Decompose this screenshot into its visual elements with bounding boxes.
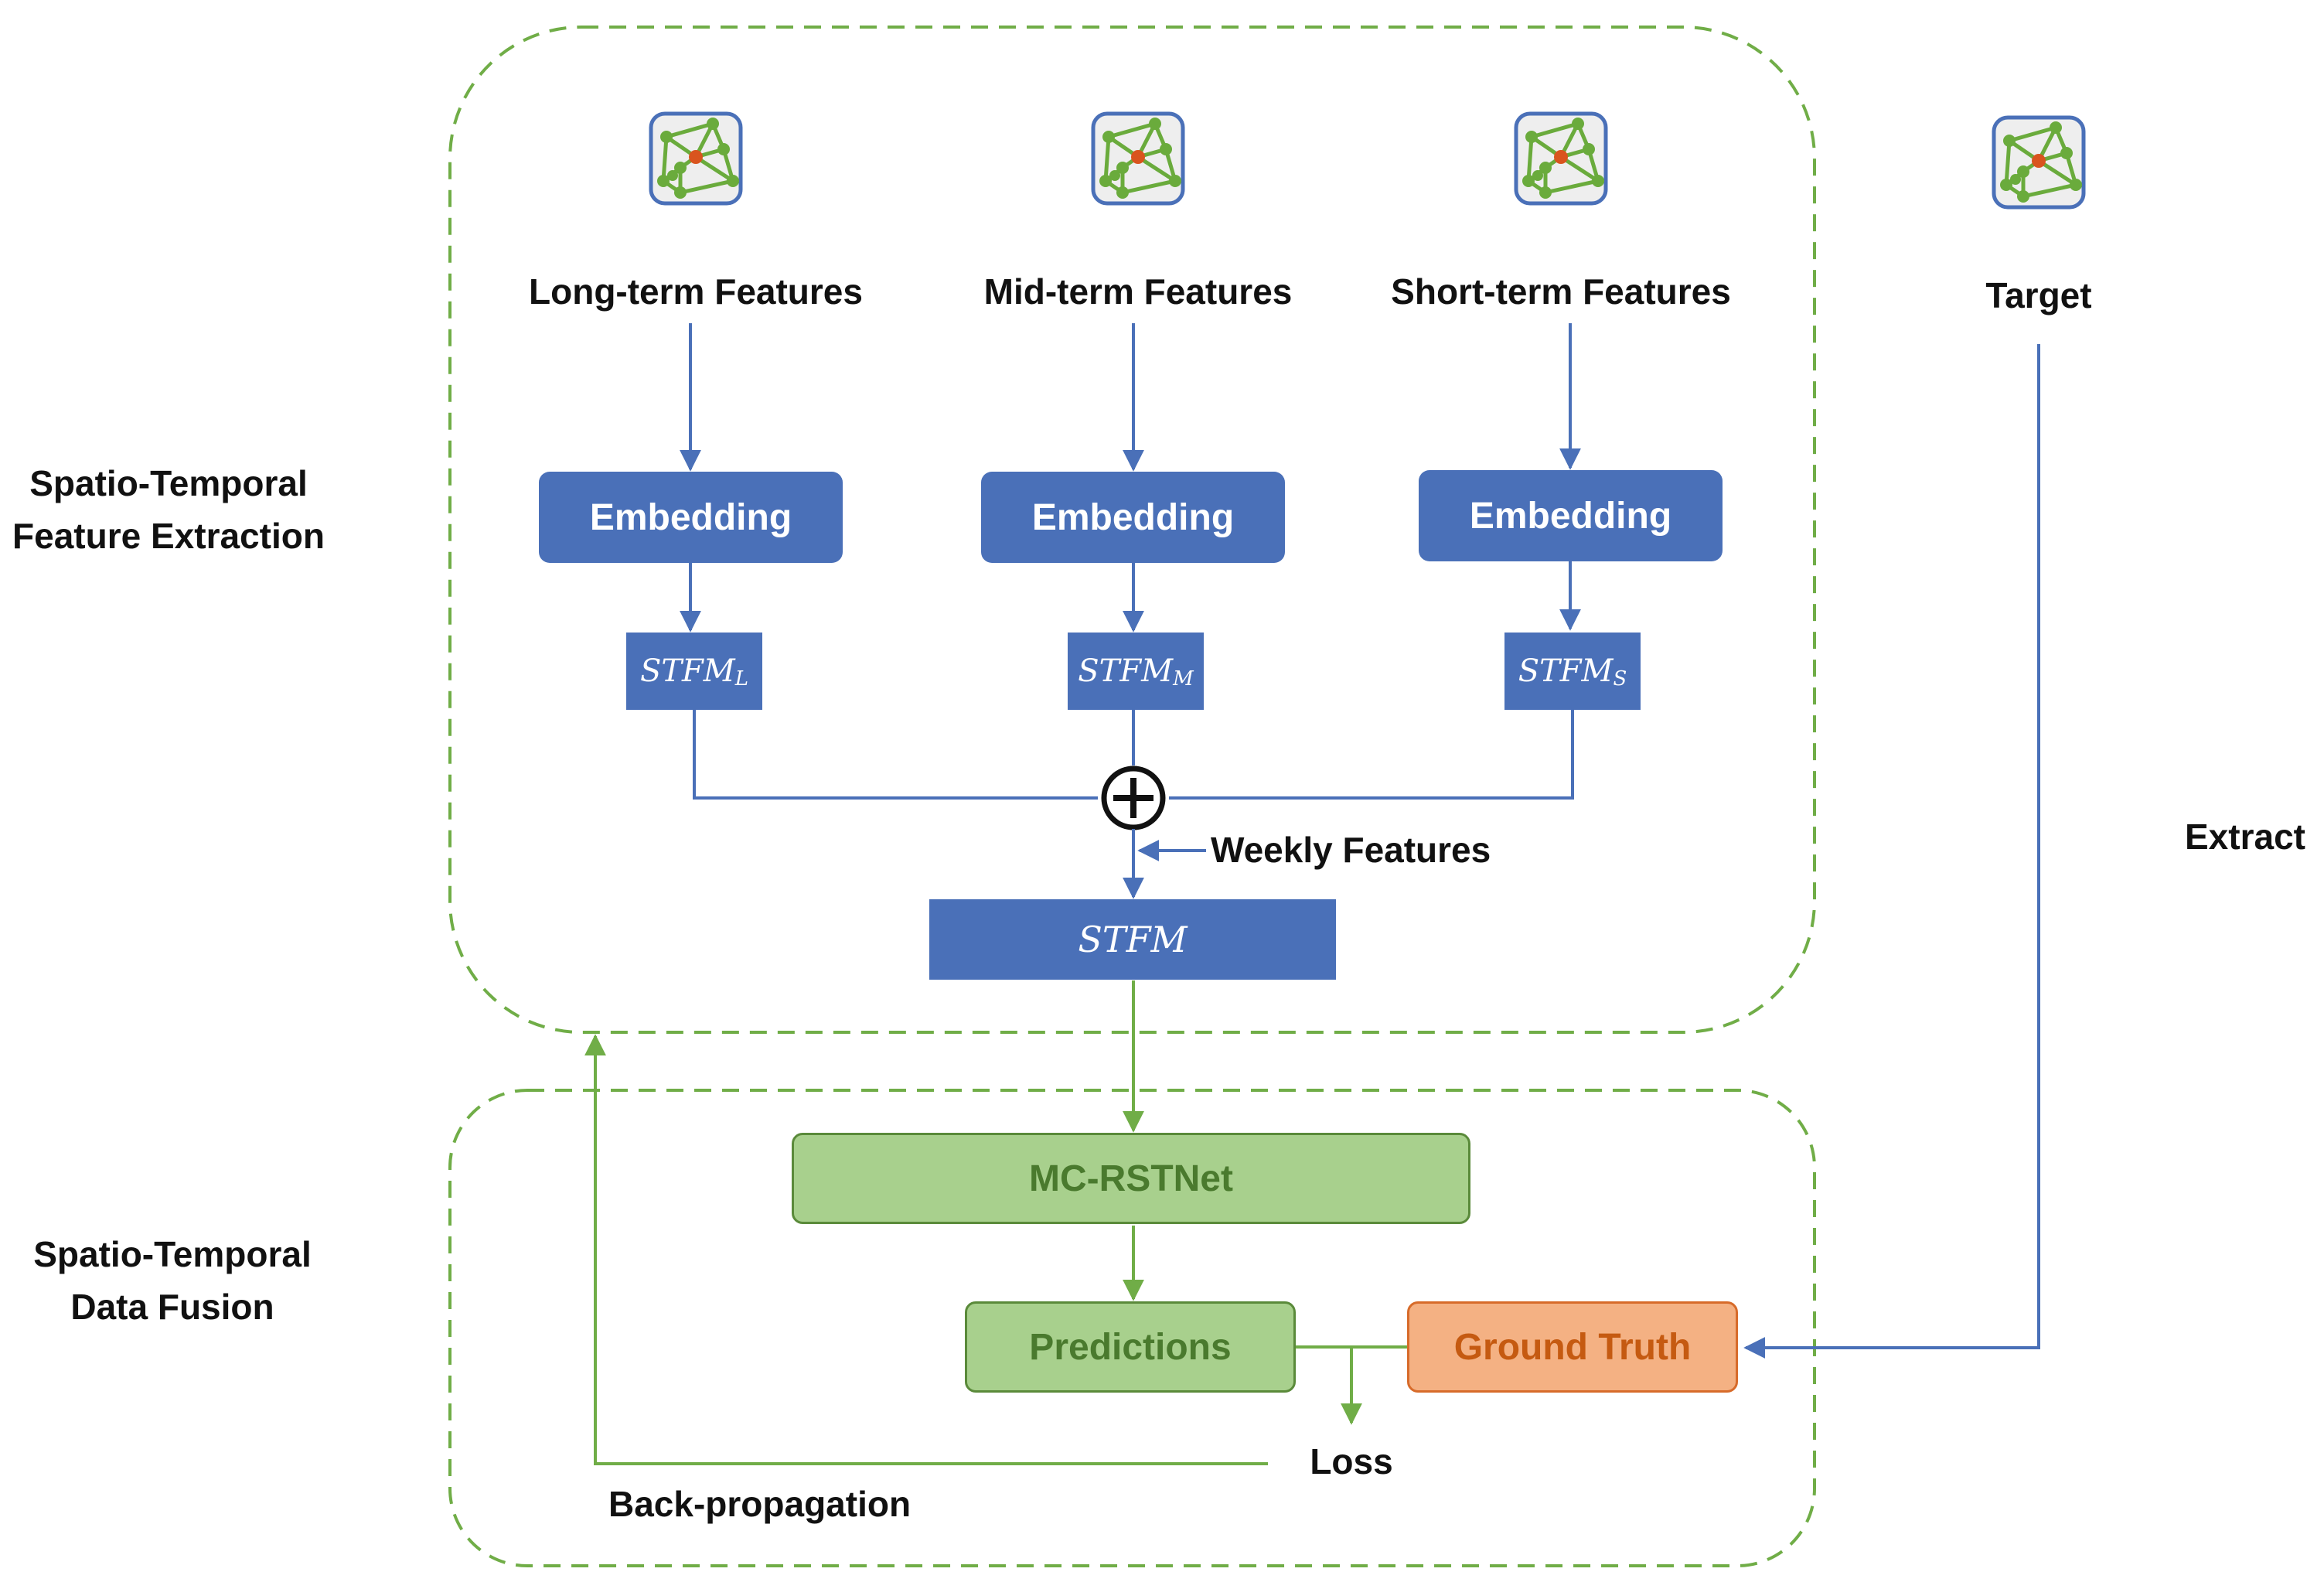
embedding-mid-box: Embedding [981,472,1285,563]
arrow-extract-target [1743,344,2040,1359]
back-propagation-label: Back-propagation [608,1484,912,1524]
arrow-back-propagation [584,1034,1268,1465]
fusion-section-title-line1: Spatio-Temporal [33,1234,312,1274]
stfm-mid-subscript: M [1173,667,1194,690]
graph-network-icon [1516,114,1606,203]
extraction-section-title-line1: Spatio-Temporal [29,463,308,503]
graph-network-icon [651,114,741,203]
extract-label: Extract [2185,817,2305,857]
mc-rstnet-box: MC-RSTNet [792,1133,1470,1224]
stfm-long-base: STFM [639,653,735,689]
mid-term-features-label: Mid-term Features [983,271,1293,312]
connector-stfm-l [693,710,1098,800]
stfm-mid-base: STFM [1078,653,1174,689]
short-term-features-label: Short-term Features [1391,271,1731,312]
embedding-short-box: Embedding [1419,470,1723,561]
stfm-long-subscript: L [734,667,749,690]
data-fusion-group [448,1089,1816,1567]
feature-extraction-group [448,26,1816,1034]
fusion-section-title-line2: Data Fusion [70,1287,274,1327]
loss-label: Loss [1310,1441,1393,1482]
stfm-short-base: STFM [1518,653,1614,689]
predictions-box: Predictions [965,1301,1296,1393]
ground-truth-box: Ground Truth [1407,1301,1738,1393]
connector-stfm-s [1169,710,1574,800]
stfm-short-subscript: S [1613,667,1627,690]
weekly-features-label: Weekly Features [1211,830,1491,870]
target-label: Target [1985,275,2092,315]
graph-network-icon [1093,114,1183,203]
extraction-section-title-line2: Feature Extraction [12,516,325,556]
graph-network-icon [1994,118,2084,207]
embedding-long-box: Embedding [539,472,843,563]
stfm-fused-box: STFM [929,899,1336,980]
long-term-features-label: Long-term Features [529,271,863,312]
